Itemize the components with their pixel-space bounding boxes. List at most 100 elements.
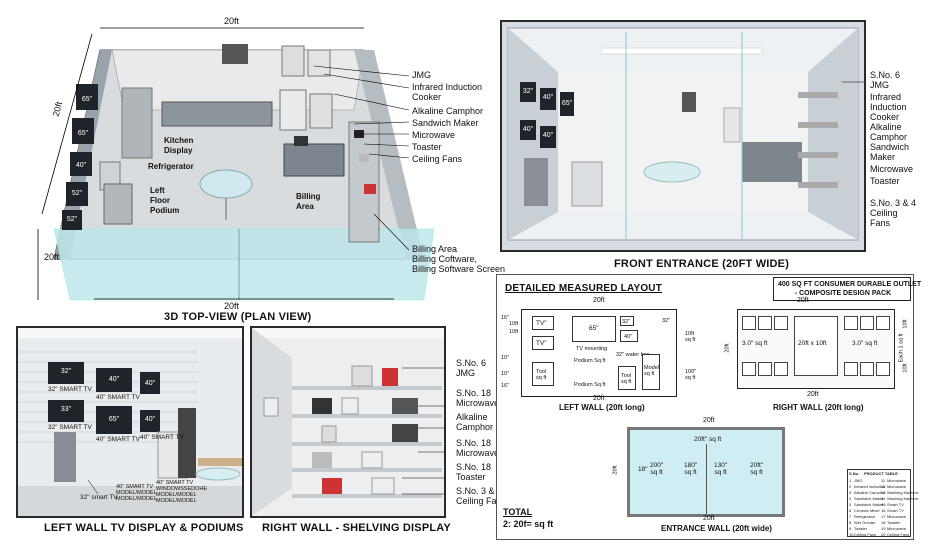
rw-center: 20ft x 10ft — [798, 340, 827, 347]
lw-tv-mounting: TV mounting — [576, 346, 608, 352]
legend-cell: Ceiling Fans — [887, 532, 910, 537]
rw-dim-right2-1: 10ft — [902, 319, 909, 329]
lw-dim-left-5: 10" — [501, 371, 510, 377]
lw-podium2: Podium Sq ft — [574, 382, 606, 388]
front-callout-3: Alkaline Camphor — [870, 122, 908, 142]
topview-dim-side: 20ft — [44, 252, 60, 262]
legend-cell: 5 — [849, 502, 852, 507]
topview-caption: 3D TOP-VIEW (PLAN VIEW) — [164, 311, 312, 323]
legend-cell: Washing Machine — [887, 496, 919, 501]
ew-outline: 20ft" sq ft 18" 200" sq ft 180" sq ft 13… — [627, 427, 785, 517]
topview-callout-6: Toaster — [412, 142, 442, 152]
legend-cell: 16 — [881, 508, 886, 513]
rw-dim-top: 20ft — [797, 297, 809, 304]
lw-tv32: 32" — [620, 316, 634, 326]
legend-cell: Microwave — [887, 484, 907, 489]
ew-inner-top: 20ft" sq ft — [694, 436, 722, 443]
legend-cell: 19 — [881, 526, 886, 531]
lw-dim-left-6: 16" — [501, 383, 510, 389]
legend-cell: 8 — [849, 520, 852, 525]
front-drawing — [502, 22, 864, 250]
topview-panel: 20ft 20ft 20ft 20ft 65" 65" 40" 52" 52" … — [14, 14, 505, 326]
ew-panel-3: 130" sq ft — [714, 462, 728, 476]
rw-dim-bottom: 20ft — [807, 391, 819, 398]
rightwall-callout-2: S.No. 18 Microwave — [456, 388, 500, 408]
topview-callout-4: Sandwich Maker — [412, 118, 479, 128]
topview-callout-5: Microwave — [412, 130, 456, 140]
legend-cell: 20 — [881, 532, 886, 537]
topview-callout-3: Alkaline Camphor — [412, 106, 484, 116]
ew-inner-left: 18" — [638, 466, 648, 473]
lw-tv1: TV" — [532, 316, 554, 330]
legend-cell: 18 — [881, 520, 886, 525]
lw-dim-right-2: 100" sq ft — [685, 369, 697, 381]
topview-billing-area: Billing Area — [296, 192, 321, 211]
rightwall-panel — [250, 326, 446, 518]
legend-cell: Smart TV — [887, 502, 904, 507]
lw-small: 32" — [662, 318, 671, 324]
legend-header-title: PRODUCT TABLE — [864, 471, 898, 476]
legend-cell: 1 — [849, 478, 852, 483]
legend-cell: Smart TV — [887, 508, 904, 513]
layout-panel: DETAILED MEASURED LAYOUT 400 SQ FT CONSU… — [496, 274, 921, 540]
legend-cell: 7 — [849, 514, 852, 519]
ew-panel-1: 200" sq ft — [650, 462, 664, 476]
rw-dim-right: Each 1 sq ft — [898, 333, 905, 363]
rw-right: 3.0" sq ft — [852, 340, 878, 347]
legend-cell: 11 — [881, 478, 886, 483]
legend-cell: Toaster — [854, 526, 868, 531]
rightwall-callout-3: Alkaline Camphor — [456, 412, 494, 432]
ew-dim-top: 20ft — [703, 417, 715, 424]
leftwall-tv-4: 33" — [60, 406, 72, 413]
ew-dim-left: 20ft — [612, 465, 619, 475]
front-tv-2: 40" — [542, 94, 554, 101]
front-callout-1: S.No. 6 JMG — [870, 70, 901, 90]
legend-cell: 15 — [881, 502, 886, 507]
lw-tool-left: Tool sq ft — [532, 362, 554, 386]
leftwall-drawing — [18, 328, 242, 516]
legend-cell: 17 — [881, 514, 886, 519]
ew-dim-bottom: 20ft — [703, 515, 715, 522]
rightwall-callout-4: S.No. 18 Microwave — [456, 438, 500, 458]
legend-cell: Refrigerator — [854, 514, 876, 519]
leftwall-tv-label-5: 40" SMART TV — [140, 434, 184, 441]
total-label: TOTAL — [503, 507, 533, 517]
legend-cell: Microwave — [887, 514, 907, 519]
lw-tv2: TV" — [532, 336, 554, 350]
legend-cell: 2 — [849, 484, 852, 489]
leftwall-podium-label-2: 40" SMART TV MODEL/MODEL MODEL/MODEL — [116, 484, 157, 502]
rightwall-drawing — [252, 328, 444, 516]
legend-cell: Toaster — [887, 520, 901, 525]
legend-cell: Microwave — [887, 478, 907, 483]
topview-callout-2: Infrared Induction Cooker — [412, 82, 483, 102]
legend-cell: 4 — [849, 496, 852, 501]
legend-cell: 12 — [881, 484, 886, 489]
rightwall-callout-5: S.No. 18 Toaster — [456, 462, 492, 482]
topview-tv-4: 52" — [71, 190, 83, 197]
leftwall-tv-3: 40" — [144, 380, 156, 387]
ew-caption: ENTRANCE WALL (20ft wide) — [661, 524, 772, 533]
rw-dim-left: 20ft — [724, 343, 731, 353]
legend-cell: Sandwich Maker — [854, 496, 884, 501]
front-callout-4: Sandwich Maker — [870, 142, 910, 162]
leftwall-podium-label-1: 32" smart TV — [80, 494, 118, 501]
front-callout-6: Toaster — [870, 176, 900, 186]
rightwall-caption: RIGHT WALL - SHELVING DISPLAY — [262, 522, 451, 534]
lw-caption: LEFT WALL (20ft long) — [559, 403, 645, 412]
legend-cell: Sandwich Maker — [854, 502, 884, 507]
leftwall-panel: 32" 40" 40" 33" 65" 40" 32" SMART TV 40"… — [16, 326, 244, 518]
lw-dim-left-1: 16" — [501, 315, 510, 321]
leftwall-tv-label-3: 32" SMART TV — [48, 424, 92, 431]
lw-dim-left-2: 10ft — [509, 321, 519, 327]
legend-cell: Alkaline Camphor — [854, 490, 886, 495]
leftwall-tv-label-2: 40" SMART TV — [96, 394, 140, 401]
lw-dim-right-1: 10ft sq ft — [685, 331, 696, 343]
front-caption: FRONT ENTRANCE (20FT WIDE) — [614, 258, 790, 270]
leftwall-tv-1: 32" — [60, 368, 72, 375]
front-tv-3: 65" — [561, 100, 573, 107]
layout-title: DETAILED MEASURED LAYOUT — [505, 283, 663, 294]
rw-left: 3.0" sq ft — [742, 340, 768, 347]
layout-pack-title: 400 SQ FT CONSUMER DURABLE OUTLET - COMP… — [773, 277, 921, 301]
topview-left-floor-podium: Left Floor Podium — [150, 186, 180, 215]
legend-cell: 10 — [849, 532, 854, 537]
